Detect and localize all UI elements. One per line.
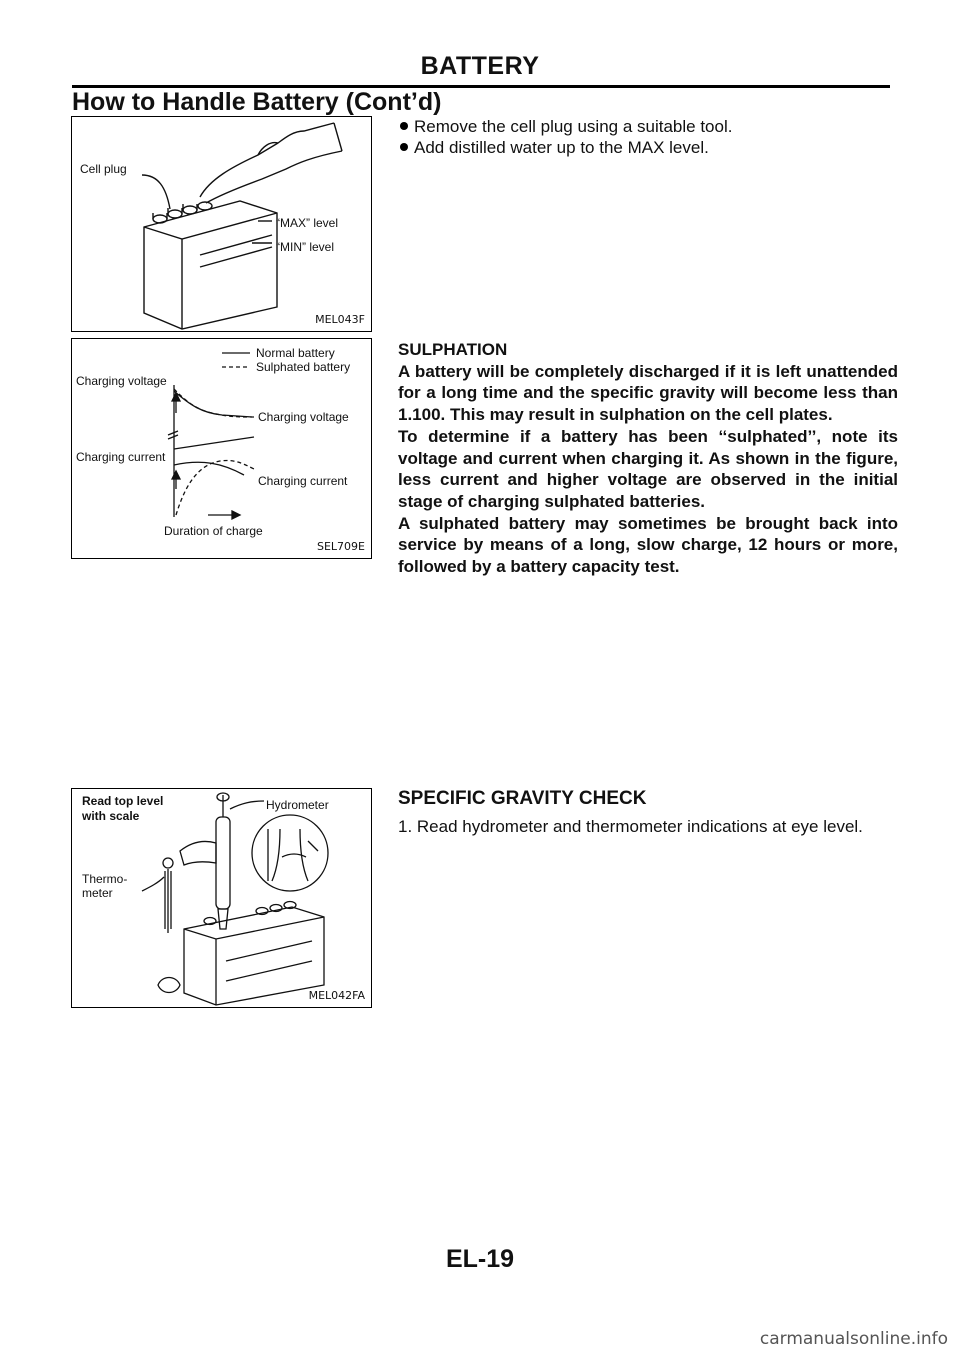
list-item: Remove the cell plug using a suitable to… (398, 116, 898, 137)
label-hydrometer: Hydrometer (266, 798, 329, 812)
sulphation-section: SULPHATION A battery will be completely … (398, 339, 898, 578)
label-duration: Duration of charge (164, 524, 263, 538)
sulphation-paragraph: To determine if a battery has been ‘‘sul… (398, 426, 898, 511)
label-max-level: “MAX” level (276, 216, 338, 230)
charging-graph-illustration: Normal battery Sulphated battery Chargin… (76, 346, 350, 538)
figure-code: SEL709E (316, 540, 365, 553)
label-read-top-1: Read top level (82, 794, 163, 808)
figure-code: MEL043F (315, 313, 365, 326)
label-charging-voltage-right: Charging voltage (258, 410, 349, 424)
watermark: carmanualsonline.info (759, 1329, 948, 1349)
sulphation-paragraph: A battery will be completely discharged … (398, 361, 898, 425)
label-min-level: “MIN” level (276, 240, 334, 254)
figure-cell-plug: Cell plug “MAX” level “MIN” level MEL043… (71, 116, 372, 332)
label-charging-current-left: Charging current (76, 450, 166, 464)
page-subtitle: How to Handle Battery (Cont’d) (72, 88, 442, 116)
sulphation-heading: SULPHATION (398, 340, 508, 359)
label-read-top-2: with scale (81, 809, 140, 823)
instruction-list: Remove the cell plug using a suitable to… (398, 116, 898, 158)
label-thermo-2: meter (82, 886, 113, 900)
header-rule (72, 85, 890, 88)
figure-code: MEL042FA (308, 989, 365, 1002)
label-charging-current-right: Charging current (258, 474, 348, 488)
label-cell-plug: Cell plug (80, 162, 127, 176)
gravity-heading: SPECIFIC GRAVITY CHECK (398, 788, 647, 809)
gravity-step-1: 1. Read hydrometer and thermometer indic… (398, 817, 863, 836)
label-thermo-1: Thermo- (82, 872, 127, 886)
sulphation-paragraph: A sulphated battery may sometimes be bro… (398, 513, 898, 577)
legend-normal: Normal battery (256, 346, 335, 360)
page-number: EL-19 (445, 1245, 515, 1273)
list-item: Add distilled water up to the MAX level. (398, 137, 898, 158)
battery-cell-plug-illustration: Cell plug “MAX” level “MIN” level (80, 122, 343, 330)
hydrometer-illustration: Read top level with scale Hydrometer The… (81, 792, 329, 1006)
figure-hydrometer: Read top level with scale Hydrometer The… (71, 788, 372, 1008)
label-charging-voltage-left: Charging voltage (76, 374, 167, 388)
figure-charging-graph: Normal battery Sulphated battery Chargin… (71, 338, 372, 559)
legend-sulphated: Sulphated battery (256, 360, 350, 374)
section-title: BATTERY (420, 52, 540, 80)
